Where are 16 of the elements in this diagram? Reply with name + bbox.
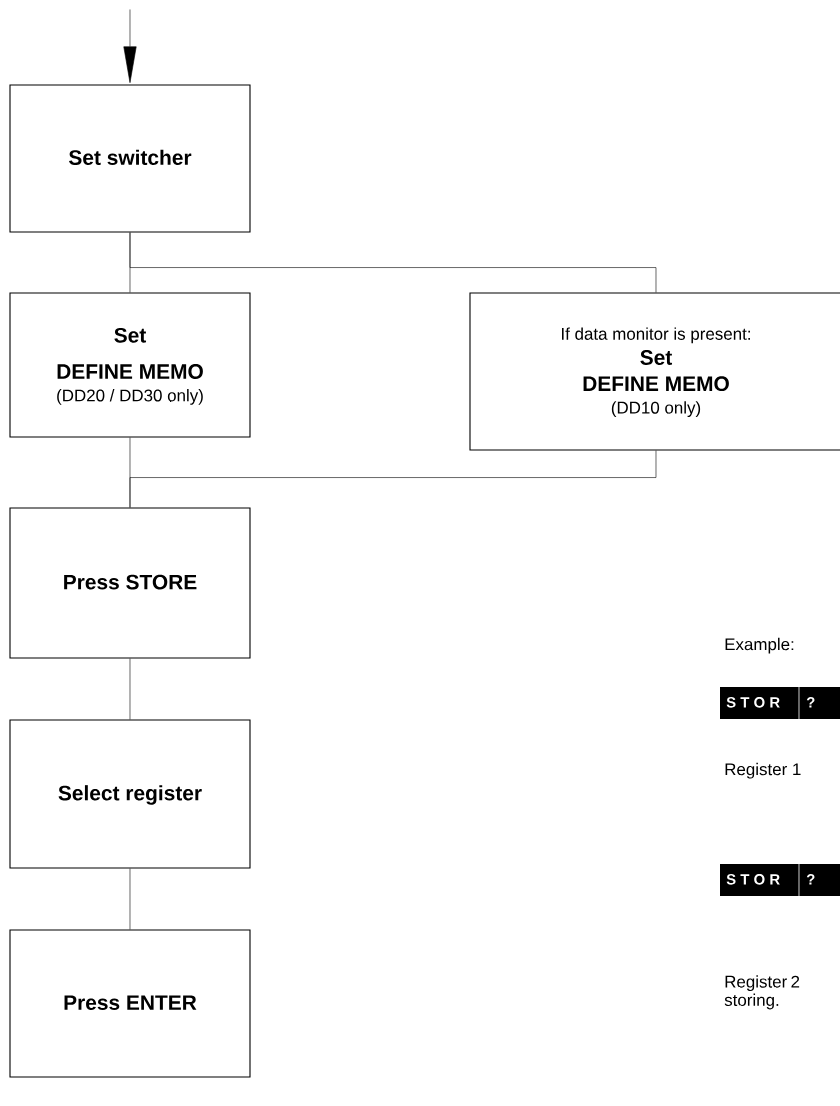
process-box: Press STORE xyxy=(9,507,251,659)
connector-line xyxy=(129,232,657,293)
process-box: Select register xyxy=(9,719,251,869)
process-box: Set DEFINE MEMO (DD20 / DD30 only) xyxy=(9,292,251,438)
connector-line xyxy=(129,868,131,930)
process-box: Set switcher xyxy=(9,84,251,233)
connector-line xyxy=(129,658,131,720)
note-text: Register 2 storing. xyxy=(724,975,800,1010)
process-box: If data monitor is present: Set DEFINE MEMO (DD10 only) xyxy=(469,292,840,451)
arrow xyxy=(123,9,137,83)
connector-line xyxy=(129,450,657,508)
process-box: Press ENTER xyxy=(9,929,251,1078)
display-readout: S T O R ? xyxy=(720,686,840,720)
note-text: Example: xyxy=(725,637,794,654)
note-text: Register 1 xyxy=(725,762,801,779)
display-readout: S T O R ? xyxy=(720,863,840,897)
